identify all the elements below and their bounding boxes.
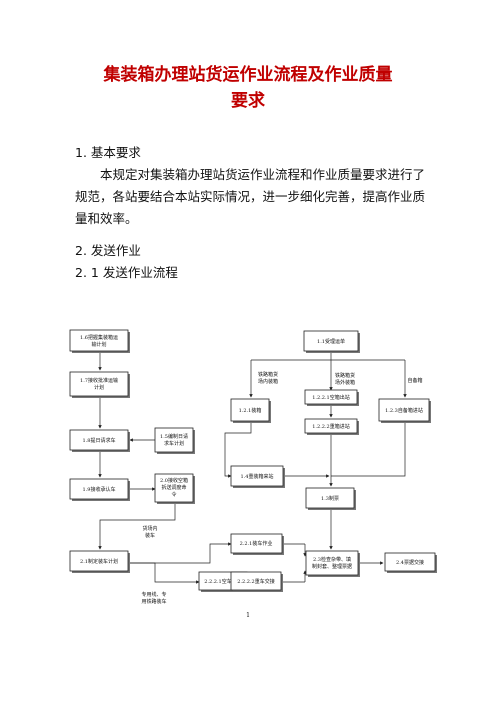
- svg-text:2.1制定装车计划: 2.1制定装车计划: [80, 558, 118, 565]
- svg-text:专用线、专: 专用线、专: [141, 591, 166, 598]
- svg-text:1.2.2.2重箱进站: 1.2.2.2重箱进站: [312, 423, 350, 430]
- flow-box-1-2-2-1: 1.2.2.1空箱出站: [304, 389, 359, 406]
- section-heading-basic-requirements: 1. 基本要求: [75, 145, 141, 160]
- svg-text:2.3检查杂带、填: 2.3检查杂带、填: [313, 556, 351, 563]
- svg-text:2.2.1装车作业: 2.2.1装车作业: [240, 540, 273, 547]
- svg-text:装车: 装车: [145, 532, 155, 539]
- section-heading-dispatch: 2. 发送作业: [75, 243, 141, 258]
- svg-text:1.7接收批准运输: 1.7接收批准运输: [80, 377, 118, 384]
- flow-box-2-4: 2.4票据交接: [384, 552, 437, 573]
- svg-text:1.2.3自备箱进站: 1.2.3自备箱进站: [385, 407, 423, 414]
- flow-box-1-1: 1.1受理运单: [303, 330, 360, 353]
- svg-text:场内装箱: 场内装箱: [258, 378, 278, 385]
- svg-text:2.2.2.2重车交接: 2.2.2.2重车交接: [237, 578, 275, 585]
- svg-text:计划: 计划: [94, 384, 104, 391]
- document-title-line2: 要求: [231, 91, 265, 111]
- flow-box-1-3: 1.3制票: [305, 487, 356, 510]
- svg-text:1.6把握集装箱运: 1.6把握集装箱运: [80, 334, 118, 341]
- svg-text:输计划: 输计划: [91, 341, 106, 348]
- flow-box-1-6: 1.6把握集装箱运 输计划: [69, 329, 130, 353]
- svg-text:2.4票据交接: 2.4票据交接: [396, 559, 424, 566]
- flow-box-2-3: 2.3检查杂带、填 制封套、整理票据: [305, 550, 360, 577]
- flow-box-1-2-3: 1.2.3自备箱进站: [378, 398, 431, 423]
- flow-box-1-8: 1.8提日请求车: [69, 429, 130, 452]
- flow-box-1-7: 1.7接收批准运输 计划: [69, 371, 130, 398]
- svg-text:2.2.2.1空车交接: 2.2.2.1空车交接: [204, 578, 242, 585]
- flow-box-1-5: 1.5编制日请 求车计划: [154, 427, 195, 454]
- flow-box-1-2-2-2: 1.2.2.2重箱进站: [304, 418, 359, 435]
- section-body-paragraph: 本规定对集装箱办理站货运作业流程和作业质量要求进行了规范，各站要结合本站实际情况…: [75, 167, 426, 226]
- svg-text:用铁路装车: 用铁路装车: [141, 598, 166, 605]
- svg-text:铁路箱货: 铁路箱货: [335, 372, 355, 379]
- svg-text:制封套、整理票据: 制封套、整理票据: [312, 563, 352, 570]
- flow-box-1-9: 1.9接收承认车: [69, 478, 130, 501]
- flow-box-1-4: 1.4重装箱来站: [230, 465, 285, 488]
- svg-text:1.2.1装箱: 1.2.1装箱: [239, 407, 262, 414]
- svg-text:拆送调度命: 拆送调度命: [161, 484, 186, 491]
- svg-text:铁路箱货: 铁路箱货: [258, 371, 278, 378]
- flow-box-1-2-1: 1.2.1装箱: [230, 398, 271, 423]
- svg-text:1.2.2.1空箱出站: 1.2.2.1空箱出站: [312, 394, 350, 401]
- svg-text:2.0接收空箱: 2.0接收空箱: [160, 477, 188, 484]
- svg-text:1.3制票: 1.3制票: [321, 495, 339, 502]
- page-number: 1: [246, 612, 250, 619]
- flow-box-2-0: 2.0接收空箱 拆送调度命 令: [154, 473, 195, 504]
- document-title-line1: 集装箱办理站货运作业流程及作业质量: [103, 65, 393, 85]
- svg-text:自备箱: 自备箱: [407, 377, 422, 384]
- flow-box-2-2-2-2: 2.2.2.2重车交接: [230, 571, 283, 592]
- svg-text:1.1受理运单: 1.1受理运单: [317, 338, 345, 345]
- svg-text:1.4重装箱来站: 1.4重装箱来站: [241, 473, 274, 480]
- svg-text:货场内: 货场内: [142, 525, 157, 532]
- flow-connectors: [98, 353, 407, 584]
- flow-box-2-1: 2.1制定装车计划: [69, 550, 130, 573]
- svg-text:1.8提日请求车: 1.8提日请求车: [83, 437, 116, 444]
- flow-edge-labels: 铁路箱货 场内装箱 铁路箱货 场外装箱 自备箱 货场内 装车 专用线、专 用铁路…: [141, 371, 422, 605]
- svg-text:场外装箱: 场外装箱: [335, 379, 355, 386]
- svg-text:令: 令: [171, 491, 176, 498]
- flow-box-2-2-1: 2.2.1装车作业: [230, 533, 284, 555]
- section-heading-dispatch-flow: 2. 1 发送作业流程: [75, 265, 178, 280]
- svg-text:求车计划: 求车计划: [164, 440, 184, 447]
- svg-text:1.5编制日请: 1.5编制日请: [160, 433, 188, 440]
- svg-text:1.9接收承认车: 1.9接收承认车: [83, 486, 116, 493]
